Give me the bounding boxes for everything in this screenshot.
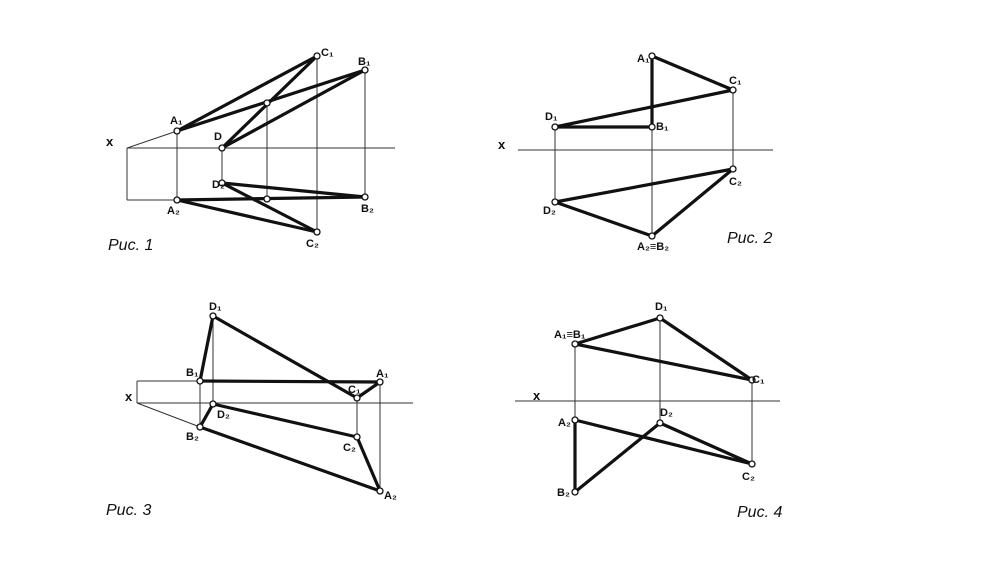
label-a2: A₂ [558, 417, 571, 429]
label-c2: C₂ [343, 442, 356, 454]
label-b1: B₁ [656, 121, 669, 133]
label-a1: A₁ [376, 368, 389, 380]
points [551, 52, 737, 240]
figure-2: x A₁ C₁ D₁ B₁ C₂ D₂ A₂≡ [498, 52, 773, 253]
figure-4: x D₁ A₁≡B₁ C₁ A₂ D₂ C₂ [515, 301, 782, 521]
label-a1: A₁ [637, 53, 650, 65]
label-d2: D₂ [543, 205, 556, 217]
figure-1: x [106, 47, 395, 254]
label-a2-b2: A₂≡B₂ [637, 241, 669, 253]
label-a2: A₂ [167, 205, 180, 217]
label-a2: A₂ [384, 490, 397, 502]
label-d2: D₂ [217, 409, 230, 421]
label-c2: C₂ [306, 238, 319, 250]
figure-2-caption: Рис. 2 [727, 230, 772, 247]
figure-3-caption: Рис. 3 [106, 502, 151, 519]
label-c2: C₂ [742, 471, 755, 483]
label-d1: D₁ [545, 111, 558, 123]
figure-3: x D₁ [106, 301, 413, 519]
label-c1: C₁ [348, 384, 361, 396]
thick-segments [198, 314, 382, 493]
construction-lines [554, 90, 734, 236]
label-d1: D₁ [655, 301, 668, 313]
label-d2: D₂ [660, 407, 673, 419]
label-c1: C₁ [729, 75, 742, 87]
label-b1: B₁ [186, 367, 199, 379]
label-b2: B₂ [361, 203, 374, 215]
x-axis-label: x [125, 389, 133, 404]
figure-4-caption: Рис. 4 [737, 504, 782, 521]
points [196, 312, 384, 495]
label-c1: C₁ [752, 374, 765, 386]
label-b2: B₂ [186, 431, 199, 443]
label-c2: C₂ [729, 176, 742, 188]
thick-segments [553, 54, 735, 238]
label-b1: B₁ [358, 56, 371, 68]
figure-1-caption: Рис. 1 [108, 237, 153, 254]
thick-segments [175, 54, 367, 234]
label-d2: D₂ [212, 179, 225, 191]
construction-lines [126, 56, 366, 232]
x-axis-label: x [533, 388, 541, 403]
label-d: D [214, 131, 222, 143]
x-axis-label: x [106, 134, 114, 149]
points [571, 314, 756, 496]
construction-lines [574, 318, 753, 492]
label-a1: A₁ [170, 115, 183, 127]
thick-segments [573, 316, 754, 494]
label-b2: B₂ [557, 487, 570, 499]
label-c1: C₁ [321, 47, 334, 59]
x-axis-label: x [498, 137, 506, 152]
label-a1-b1: A₁≡B₁ [554, 329, 586, 341]
construction-lines [136, 316, 381, 491]
label-d1: D₁ [209, 301, 222, 313]
points [173, 52, 369, 236]
